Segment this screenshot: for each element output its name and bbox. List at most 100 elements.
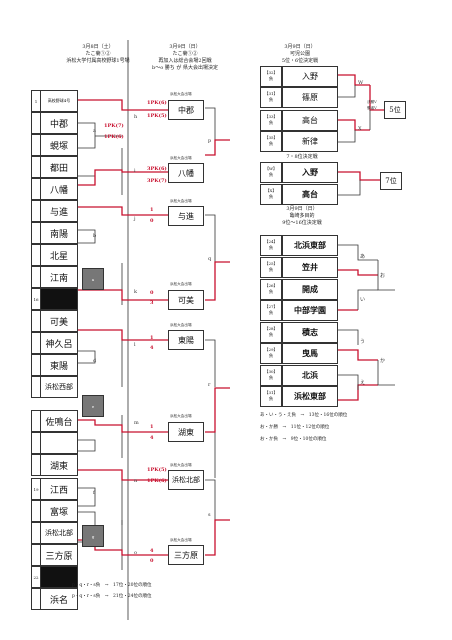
team-cell-empty (40, 288, 78, 310)
match-label: f (93, 490, 95, 496)
seed-box: 【33】負 (260, 110, 282, 131)
match-label: い (360, 297, 366, 303)
final-team: 高台 (282, 110, 338, 131)
small-score: 1 (150, 335, 154, 341)
match-label: あ (360, 254, 366, 260)
seed-box: 【W】負 (260, 162, 282, 183)
bye-box: g (82, 525, 104, 547)
r2-winner-box: 八幡 (168, 163, 204, 183)
seed-cell: 19 (31, 478, 40, 500)
seed-cell (31, 354, 40, 376)
final-team: 高台 (282, 184, 338, 205)
venue-label: 浜松大会出場 (170, 156, 192, 160)
team-cell: 北星 (40, 244, 78, 266)
bye-box: e (82, 395, 104, 417)
seed-text: 【25】 (264, 261, 278, 266)
header-col1: 3月8日（土） たこ菊①② 浜松大学付属高校野球1号場 (58, 44, 138, 65)
final-team: 北浜 (282, 365, 338, 386)
final-team: 開成 (282, 279, 338, 300)
team-cell: 蜆塚 (40, 134, 78, 156)
match-label: i (134, 168, 136, 174)
venue-label: 浜松大会出場 (170, 199, 192, 203)
seed-text: 【31】 (264, 91, 278, 96)
seed-cell (31, 410, 40, 432)
seed-cell (31, 244, 40, 266)
seed-cell (31, 112, 40, 134)
small-score: 0 (150, 218, 154, 224)
seed-sub: 負 (269, 97, 273, 102)
bye-box: a (82, 268, 104, 290)
header-col2-line: 3月9日（日） (169, 44, 201, 50)
seed-cell: 22 (31, 566, 40, 588)
final-note: 決勝V (367, 100, 377, 104)
seed-sub: 負 (269, 310, 273, 315)
header-col1-line: たこ菊①② (85, 51, 111, 57)
pk-score: 1PK(6) (147, 478, 167, 484)
seed-cell (31, 266, 40, 288)
match-label: l (134, 342, 136, 348)
final-team: 新律 (282, 131, 338, 152)
r2-winner-box: 三方原 (168, 545, 204, 565)
small-score: 0 (150, 290, 154, 296)
seed-cell: 16 (31, 288, 40, 310)
team-cell: 南陽 (40, 222, 78, 244)
note-right: お・か勝 → 11位・12位の順位 (260, 425, 330, 430)
team-cell: 可美 (40, 310, 78, 332)
r2-winner-box: 中郡 (168, 100, 204, 120)
team-cell: 佐鳴台 (40, 410, 78, 432)
pk-score: 3PK(6) (147, 166, 167, 172)
note-bottom: p・q・r・s負 → 17位・20位の順位 (72, 583, 152, 588)
final-team: 中部学園 (282, 300, 338, 321)
header-sub3-line: 3月9日（日） (286, 206, 318, 212)
seed-cell (31, 588, 40, 610)
r2-winner-box: 湖東 (168, 422, 204, 442)
small-score: 4 (150, 435, 154, 441)
seed-text: 【27】 (264, 304, 278, 309)
final-team: 曳馬 (282, 343, 338, 364)
header-col2-line: b～o 勝ち が 県大会出場決定 (152, 65, 218, 71)
pk-score: 1PK(5) (147, 113, 167, 119)
note-right: あ・い・う・え負 → 13位・16位の順位 (260, 413, 348, 418)
seed-text: 【32】 (264, 70, 278, 75)
team-cell: 浜松北部 (40, 522, 78, 544)
seed-cell (31, 544, 40, 566)
seed-text: 【26】 (264, 283, 278, 288)
seed-cell (31, 178, 40, 200)
r2-winner-box: 与進 (168, 206, 204, 226)
pk-score: 1PK(5) (147, 467, 167, 473)
seed-box: 【35】負 (260, 131, 282, 152)
final-team: 篠原 (282, 87, 338, 108)
team-cell: 浜松西部 (40, 376, 78, 398)
header-sub3: 3月9日（日） 亀崎多目的 9位～16位決定戦 (262, 206, 342, 227)
pk-score: 1PK(6) (147, 100, 167, 106)
seed-cell (31, 222, 40, 244)
note-right: お・か負 → 9位・10位の順位 (260, 437, 327, 442)
seed-text: 【33】 (264, 114, 278, 119)
match-label: o (134, 550, 138, 556)
seed-box: 【25】負 (260, 257, 282, 278)
seed-cell (31, 376, 40, 398)
match-label: s (208, 512, 211, 518)
team-cell: 湖東 (40, 454, 78, 476)
match-label: う (360, 339, 366, 345)
header-col1-line: 浜松大学付属高校野球1号場 (66, 58, 130, 64)
seed-text: 【28】 (264, 326, 278, 331)
seed-sub: 負 (269, 141, 273, 146)
seed-text: 【X】 (265, 188, 277, 193)
seed-sub: 負 (269, 245, 273, 250)
header-col3-line: 5位・6位決定戦 (281, 58, 319, 64)
seed-cell (31, 200, 40, 222)
r2-winner-box: 東陽 (168, 330, 204, 350)
team-cell: 高校野球4号 (40, 90, 78, 112)
team-cell: 江西 (40, 478, 78, 500)
seed-box: 【29】負 (260, 343, 282, 364)
final-team: 笠井 (282, 257, 338, 278)
venue-label: 浜松大会出場 (170, 538, 192, 542)
pk-score: 3PK(7) (147, 178, 167, 184)
match-label: h (134, 114, 138, 120)
final-team: 入野 (282, 162, 338, 183)
seed-cell (31, 454, 40, 476)
team-cell: 東陽 (40, 354, 78, 376)
match-label: m (134, 420, 139, 426)
team-cell: 神久呂 (40, 332, 78, 354)
